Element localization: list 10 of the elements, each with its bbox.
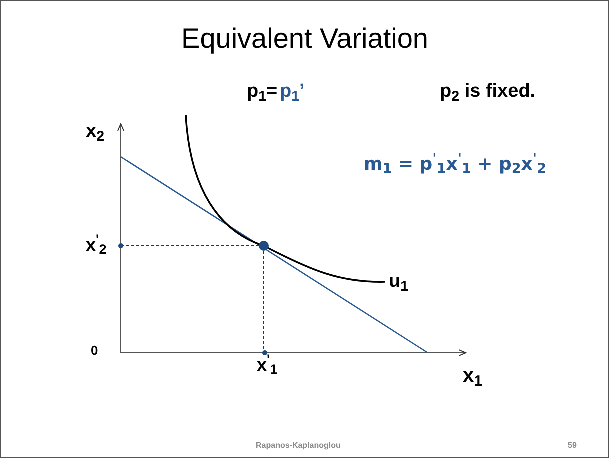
slide-title: Equivalent Variation — [180, 22, 430, 56]
price-condition-label: p$_{1}$= — [247, 80, 278, 104]
curve-label: u$_{1}$ — [389, 270, 409, 294]
axis-label: x$_{2}$ — [86, 120, 105, 144]
page-number: 59 — [568, 441, 577, 451]
price-note: p$_{2}$ is fixed. — [440, 80, 536, 104]
new-price-label: p$_{1}$’ — [280, 80, 305, 104]
axis-label: x$_{1}$ — [463, 364, 482, 389]
footer-authors: Rapanos-Kaplanoglou — [256, 441, 341, 451]
origin-label: 0 — [91, 343, 98, 360]
